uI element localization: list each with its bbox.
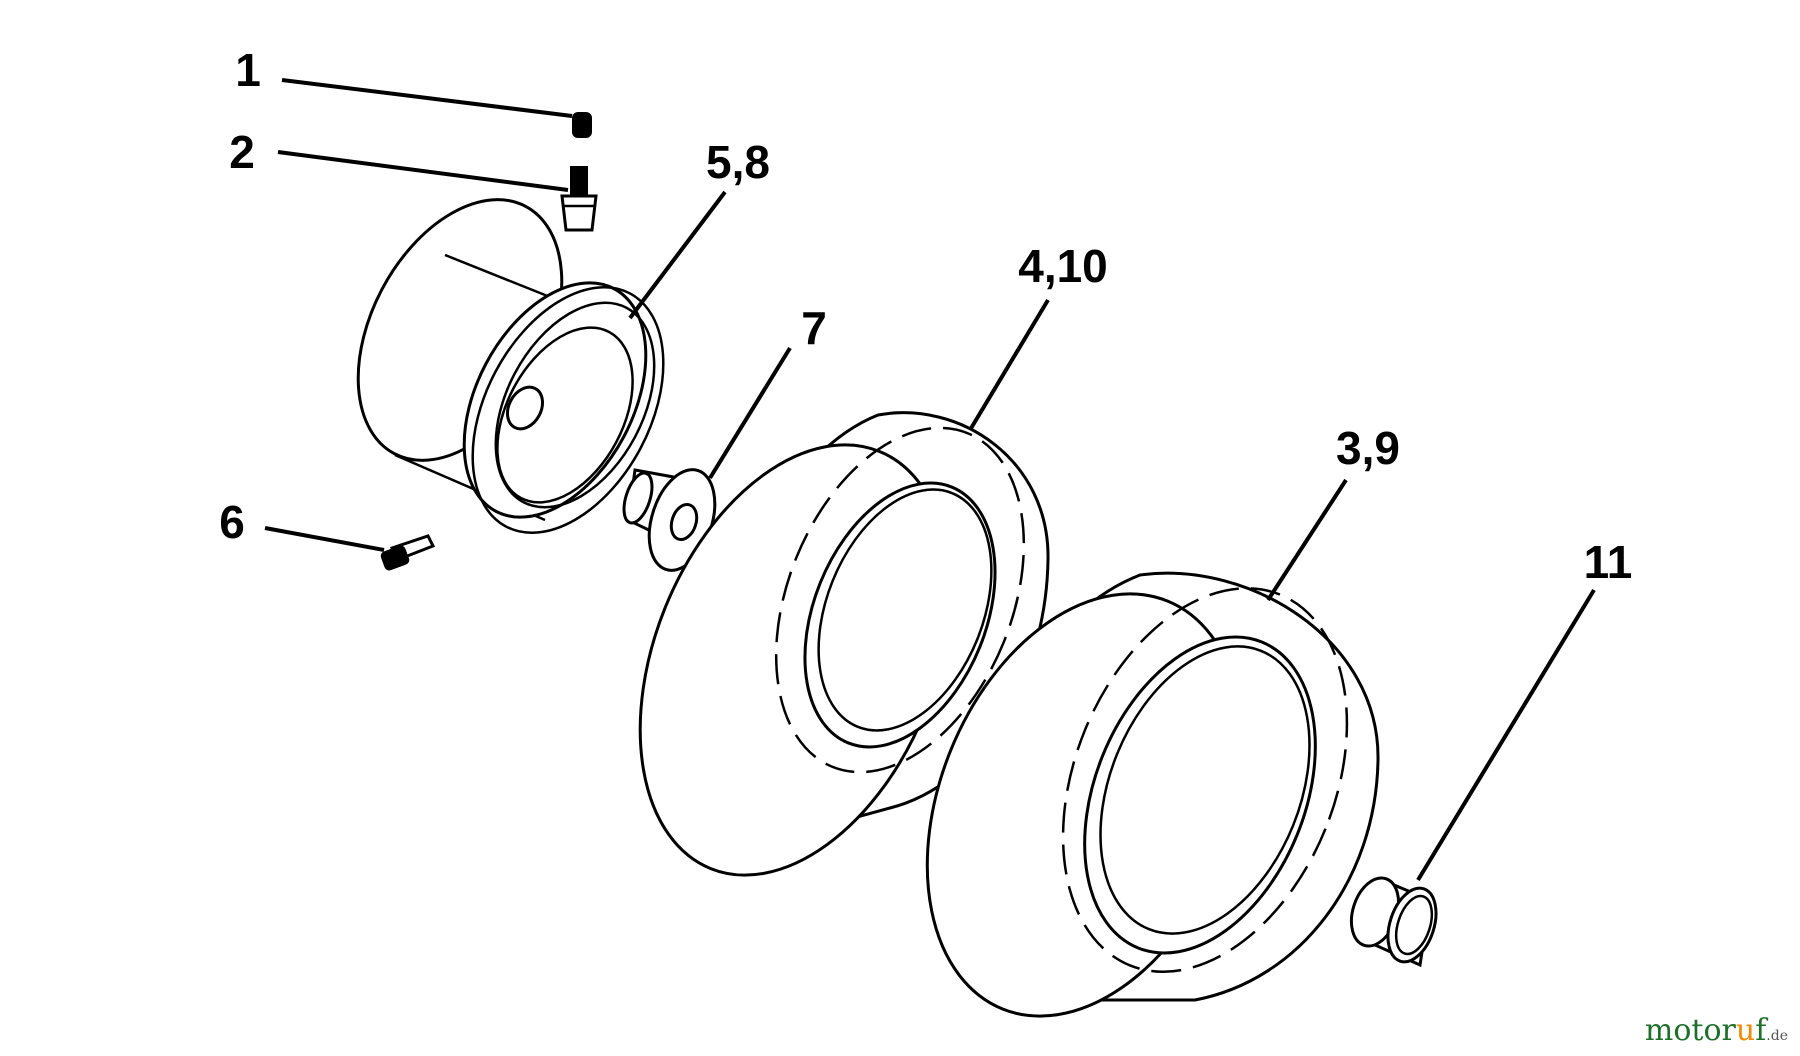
callout-4-10: 4,10 bbox=[1018, 240, 1108, 292]
part-bearing bbox=[1349, 876, 1438, 968]
part-tire-rear bbox=[925, 571, 1380, 1018]
leader-line-1 bbox=[281, 78, 573, 118]
leader-line-2 bbox=[277, 150, 569, 192]
part-rim bbox=[356, 198, 665, 534]
callout-11: 11 bbox=[1584, 536, 1633, 588]
callout-3-9: 3,9 bbox=[1336, 422, 1400, 474]
part-tire-front bbox=[638, 411, 1050, 877]
callout-7: 7 bbox=[801, 302, 827, 354]
part-valve-cap bbox=[572, 112, 592, 138]
leader-line-7 bbox=[708, 346, 792, 480]
callout-2: 2 bbox=[229, 126, 255, 178]
callout-1: 1 bbox=[235, 44, 261, 96]
leader-line-6 bbox=[264, 526, 385, 552]
part-bolt bbox=[380, 534, 436, 571]
part-valve-stem bbox=[560, 166, 598, 232]
callout-5-8: 5,8 bbox=[706, 136, 770, 188]
leader-line-3-9 bbox=[1266, 478, 1348, 602]
leader-line-5-8 bbox=[628, 190, 727, 320]
leader-line-11 bbox=[1416, 588, 1596, 882]
watermark-logo: motoruf.de bbox=[1644, 1013, 1788, 1048]
callout-6: 6 bbox=[219, 496, 245, 548]
leader-line-4-10 bbox=[968, 298, 1050, 432]
